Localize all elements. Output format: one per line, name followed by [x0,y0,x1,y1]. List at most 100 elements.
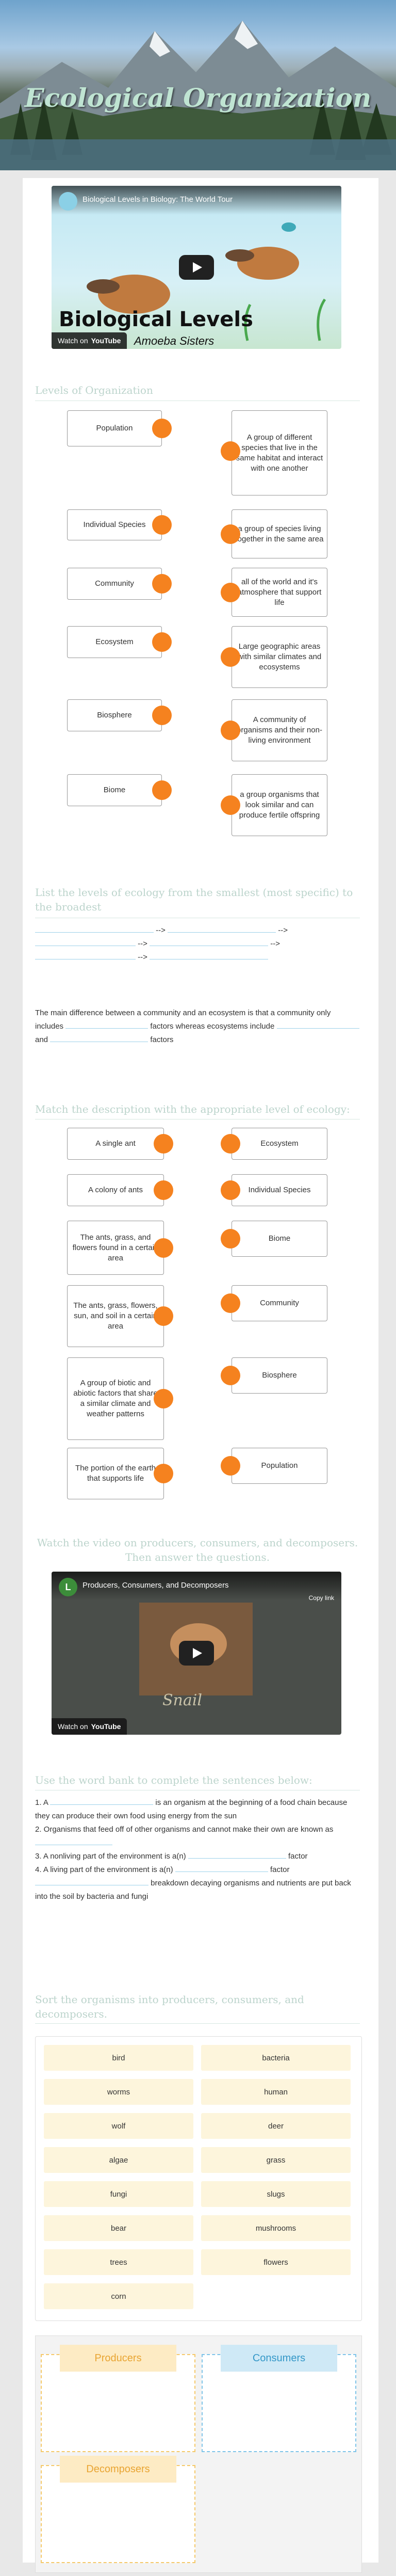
word-bank-item-slugs[interactable]: slugs [201,2181,351,2207]
order-blank-4[interactable] [150,939,269,946]
description-5[interactable]: A group of biotic and abiotic factors th… [67,1357,164,1440]
order-blank-6[interactable] [150,952,269,959]
fill-blank-ecosystem-2[interactable] [50,1035,148,1042]
order-blank-5[interactable] [35,952,136,959]
right-connector-dot-1[interactable] [221,441,240,461]
left-term-6[interactable]: Biome [67,774,162,806]
right-connector-dot-2[interactable] [221,524,240,544]
left-connector-dot-1[interactable] [152,419,172,438]
description-2[interactable]: A colony of ants [67,1174,164,1206]
right-definition-6[interactable]: a group organisms that look similar and … [232,774,327,836]
description-connector-dot-2[interactable] [154,1180,173,1200]
section-heading-match-description: Match the description with the appropria… [35,1103,350,1115]
level-connector-dot-6[interactable] [221,1456,240,1476]
right-definition-4[interactable]: Large geographic areas with similar clim… [232,626,327,688]
level-option-5[interactable]: Biosphere [232,1357,327,1394]
description-6[interactable]: The portion of the earth that supports l… [67,1448,164,1499]
word-bank-item-algae[interactable]: algae [44,2147,193,2173]
level-connector-dot-4[interactable] [221,1293,240,1313]
order-blank-1[interactable] [35,925,154,933]
right-definition-2[interactable]: a group of species living together in th… [232,509,327,558]
ordering-blanks: --> --> --> --> --> [35,924,355,964]
description-connector-dot-1[interactable] [154,1134,173,1154]
left-connector-dot-2[interactable] [152,515,172,535]
level-option-2[interactable]: Individual Species [232,1174,327,1206]
word-bank-item-flowers[interactable]: flowers [201,2249,351,2275]
sentence-5: breakdown decaying organisms and nutrien… [35,1878,351,1901]
description-connector-dot-6[interactable] [154,1464,173,1483]
left-term-2[interactable]: Individual Species [67,509,162,540]
description-1[interactable]: A single ant [67,1128,164,1160]
left-term-5[interactable]: Biosphere [67,699,162,731]
word-bank-item-corn[interactable]: corn [44,2283,193,2309]
right-definition-5[interactable]: A community of organisms and their non-l… [232,699,327,761]
left-connector-dot-6[interactable] [152,780,172,800]
word-bank-item-bird[interactable]: bird [44,2045,193,2071]
play-button[interactable] [179,1641,214,1666]
right-connector-dot-3[interactable] [221,582,240,602]
order-blank-3[interactable] [35,939,136,946]
word-bank-item-wolf[interactable]: wolf [44,2113,193,2139]
decomposers-drop-zone[interactable]: Decomposers [41,2456,195,2563]
video-player-biological-levels[interactable]: Biological Levels in Biology: The World … [52,186,341,349]
right-connector-dot-4[interactable] [221,647,240,667]
section-heading-levels: Levels of Organization [35,384,153,396]
word-bank-item-trees[interactable]: trees [44,2249,193,2275]
right-definition-3[interactable]: all of the world and it's atmosphere tha… [232,568,327,617]
right-definition-1[interactable]: A group of different species that live i… [232,410,327,495]
video-player-producers-consumers[interactable]: Snail L Producers, Consumers, and Decomp… [52,1572,341,1735]
level-option-4[interactable]: Community [232,1285,327,1321]
left-term-4[interactable]: Ecosystem [67,626,162,658]
right-connector-dot-5[interactable] [221,721,240,740]
sentence-5-blank[interactable] [35,1878,148,1885]
level-option-1[interactable]: Ecosystem [232,1128,327,1160]
word-bank-area [35,2036,362,2321]
fill-blank-ecosystem-1[interactable] [276,1021,359,1029]
word-bank-item-human[interactable]: human [201,2079,351,2105]
fill-blank-community[interactable] [65,1021,148,1029]
description-connector-dot-3[interactable] [154,1238,173,1258]
right-connector-dot-6[interactable] [221,795,240,815]
description-connector-dot-5[interactable] [154,1389,173,1409]
sentence-3-blank[interactable] [188,1851,286,1859]
description-3[interactable]: The ants, grass, and flowers found in a … [67,1221,164,1275]
level-connector-dot-2[interactable] [221,1180,240,1200]
sentence-2: 2. Organisms that feed off of other orga… [35,1823,360,1850]
decomposers-label: Decomposers [60,2456,176,2483]
level-connector-dot-3[interactable] [221,1229,240,1249]
word-bank-item-grass[interactable]: grass [201,2147,351,2173]
sentence-4: 4. A living part of the environment is a… [35,1865,290,1874]
level-connector-dot-5[interactable] [221,1366,240,1385]
level-option-6[interactable]: Population [232,1448,327,1484]
video-title[interactable]: Producers, Consumers, and Decomposers [82,1581,229,1590]
word-bank-item-deer[interactable]: deer [201,2113,351,2139]
left-connector-dot-3[interactable] [152,574,172,594]
copy-link-button[interactable]: Copy link [308,1594,334,1602]
order-blank-2[interactable] [168,925,276,933]
left-term-1[interactable]: Population [67,410,162,446]
sentence-1-blank[interactable] [50,1798,154,1805]
word-bank-item-worms[interactable]: worms [44,2079,193,2105]
sentence-4-blank[interactable] [175,1865,268,1872]
consumers-drop-zone[interactable]: Consumers [202,2345,356,2452]
description-4[interactable]: The ants, grass, flowers, sun, and soil … [67,1285,164,1347]
level-connector-dot-1[interactable] [221,1134,240,1154]
play-button[interactable] [179,255,214,280]
producers-drop-zone[interactable]: Producers [41,2345,195,2452]
level-option-3[interactable]: Biome [232,1221,327,1257]
word-bank-item-mushrooms[interactable]: mushrooms [201,2215,351,2241]
word-bank-item-bacteria[interactable]: bacteria [201,2045,351,2071]
channel-avatar[interactable]: L [59,1578,77,1596]
word-bank-item-bear[interactable]: bear [44,2215,193,2241]
youtube-logo: YouTube [91,1722,121,1731]
left-term-3[interactable]: Community [67,568,162,600]
word-bank-item-fungi[interactable]: fungi [44,2181,193,2207]
channel-avatar[interactable] [59,192,77,211]
description-connector-dot-4[interactable] [154,1306,173,1326]
left-connector-dot-5[interactable] [152,706,172,725]
video-title[interactable]: Biological Levels in Biology: The World … [82,195,233,204]
sentence-2-blank[interactable] [35,1838,112,1845]
left-connector-dot-4[interactable] [152,632,172,652]
